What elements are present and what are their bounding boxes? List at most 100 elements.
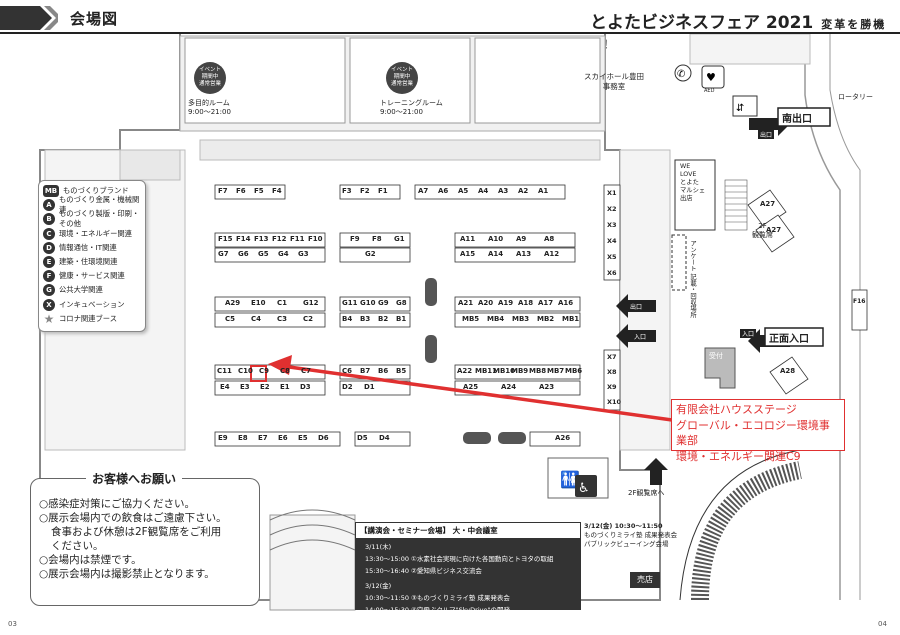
booth-e8[interactable]: E8 xyxy=(238,434,248,442)
booth-mb9[interactable]: MB9 xyxy=(511,367,529,375)
booth-f13[interactable]: F13 xyxy=(254,235,269,243)
booth-a9[interactable]: A9 xyxy=(516,235,527,243)
booth-x5[interactable]: X5 xyxy=(607,253,617,261)
booth-d4[interactable]: D4 xyxy=(379,434,390,442)
booth-a3[interactable]: A3 xyxy=(498,187,509,195)
booth-x4[interactable]: X4 xyxy=(607,237,617,245)
booth-e3[interactable]: E3 xyxy=(240,383,250,391)
booth-c11[interactable]: C11 xyxy=(217,367,232,375)
booth-g7[interactable]: G7 xyxy=(218,250,229,258)
booth-d5[interactable]: D5 xyxy=(357,434,368,442)
booth-mb11[interactable]: MB11 xyxy=(475,367,498,375)
booth-g10[interactable]: G10 xyxy=(360,299,376,307)
booth-b6[interactable]: B6 xyxy=(378,367,389,375)
booth-g4[interactable]: G4 xyxy=(278,250,289,258)
booth-a21[interactable]: A21 xyxy=(458,299,474,307)
booth-f8[interactable]: F8 xyxy=(372,235,382,243)
booth-g9[interactable]: G9 xyxy=(378,299,389,307)
booth-a20[interactable]: A20 xyxy=(478,299,494,307)
booth-c10[interactable]: C10 xyxy=(238,367,253,375)
booth-a27-1[interactable]: A27 xyxy=(760,200,776,208)
booth-e10[interactable]: E10 xyxy=(251,299,266,307)
booth-g2[interactable]: G2 xyxy=(365,250,376,258)
booth-d3[interactable]: D3 xyxy=(300,383,311,391)
booth-b5[interactable]: B5 xyxy=(396,367,407,375)
booth-b2[interactable]: B2 xyxy=(378,315,389,323)
booth-f5[interactable]: F5 xyxy=(254,187,264,195)
booth-a14[interactable]: A14 xyxy=(488,250,504,258)
booth-a15[interactable]: A15 xyxy=(460,250,476,258)
booth-a12[interactable]: A12 xyxy=(544,250,560,258)
booth-g11[interactable]: G11 xyxy=(342,299,358,307)
booth-b3[interactable]: B3 xyxy=(360,315,371,323)
booth-x2[interactable]: X2 xyxy=(607,205,617,213)
booth-f3[interactable]: F3 xyxy=(342,187,352,195)
booth-x9[interactable]: X9 xyxy=(607,383,617,391)
booth-a7[interactable]: A7 xyxy=(418,187,429,195)
booth-mb8[interactable]: MB8 xyxy=(529,367,547,375)
booth-d2[interactable]: D2 xyxy=(342,383,353,391)
booth-x3[interactable]: X3 xyxy=(607,221,617,229)
booth-f9[interactable]: F9 xyxy=(350,235,360,243)
booth-mb1[interactable]: MB1 xyxy=(562,315,580,323)
booth-e1[interactable]: E1 xyxy=(280,383,290,391)
booth-mb2[interactable]: MB2 xyxy=(537,315,555,323)
booth-a1[interactable]: A1 xyxy=(538,187,549,195)
booth-e6[interactable]: E6 xyxy=(278,434,288,442)
booth-a17[interactable]: A17 xyxy=(538,299,554,307)
booth-g12[interactable]: G12 xyxy=(303,299,319,307)
booth-e2[interactable]: E2 xyxy=(260,383,270,391)
booth-c3[interactable]: C3 xyxy=(277,315,288,323)
booth-c8[interactable]: C8 xyxy=(280,367,291,375)
booth-a6[interactable]: A6 xyxy=(438,187,449,195)
booth-mb6[interactable]: MB6 xyxy=(565,367,583,375)
booth-g8[interactable]: G8 xyxy=(396,299,407,307)
booth-c2[interactable]: C2 xyxy=(303,315,314,323)
booth-g6[interactable]: G6 xyxy=(238,250,249,258)
booth-x1[interactable]: X1 xyxy=(607,189,617,197)
booth-b1[interactable]: B1 xyxy=(396,315,407,323)
booth-e7[interactable]: E7 xyxy=(258,434,268,442)
booth-f2[interactable]: F2 xyxy=(360,187,370,195)
booth-f4[interactable]: F4 xyxy=(272,187,282,195)
booth-a25[interactable]: A25 xyxy=(463,383,479,391)
booth-c5[interactable]: C5 xyxy=(225,315,236,323)
booth-mb10[interactable]: MB10 xyxy=(493,367,516,375)
booth-x7[interactable]: X7 xyxy=(607,353,617,361)
booth-f10[interactable]: F10 xyxy=(308,235,323,243)
booth-b4[interactable]: B4 xyxy=(342,315,353,323)
booth-x10[interactable]: X10 xyxy=(607,398,622,406)
booth-e9[interactable]: E9 xyxy=(218,434,228,442)
booth-c9[interactable]: C9 xyxy=(259,367,270,375)
booth-f1[interactable]: F1 xyxy=(378,187,388,195)
booth-g1[interactable]: G1 xyxy=(394,235,405,243)
booth-a29[interactable]: A29 xyxy=(225,299,241,307)
booth-a22[interactable]: A22 xyxy=(457,367,473,375)
booth-f15[interactable]: F15 xyxy=(218,235,233,243)
booth-mb5[interactable]: MB5 xyxy=(462,315,480,323)
booth-c4[interactable]: C4 xyxy=(251,315,262,323)
booth-b7[interactable]: B7 xyxy=(360,367,371,375)
booth-a28[interactable]: A28 xyxy=(780,367,796,375)
booth-a23[interactable]: A23 xyxy=(539,383,555,391)
booth-c7[interactable]: C7 xyxy=(301,367,312,375)
booth-a13[interactable]: A13 xyxy=(516,250,532,258)
booth-a2[interactable]: A2 xyxy=(518,187,529,195)
booth-mb3[interactable]: MB3 xyxy=(512,315,530,323)
booth-d1[interactable]: D1 xyxy=(364,383,375,391)
booth-c1[interactable]: C1 xyxy=(277,299,288,307)
booth-a8[interactable]: A8 xyxy=(544,235,555,243)
booth-x6[interactable]: X6 xyxy=(607,269,617,277)
booth-a27-2[interactable]: A27 xyxy=(766,226,782,234)
booth-a18[interactable]: A18 xyxy=(518,299,534,307)
booth-x8[interactable]: X8 xyxy=(607,368,617,376)
booth-a24[interactable]: A24 xyxy=(501,383,517,391)
booth-mb4[interactable]: MB4 xyxy=(487,315,505,323)
booth-e4[interactable]: E4 xyxy=(220,383,230,391)
booth-e5[interactable]: E5 xyxy=(298,434,308,442)
booth-f16[interactable]: F16 xyxy=(853,298,866,305)
booth-a4[interactable]: A4 xyxy=(478,187,489,195)
booth-f6[interactable]: F6 xyxy=(236,187,246,195)
booth-a26[interactable]: A26 xyxy=(555,434,571,442)
booth-a10[interactable]: A10 xyxy=(488,235,504,243)
